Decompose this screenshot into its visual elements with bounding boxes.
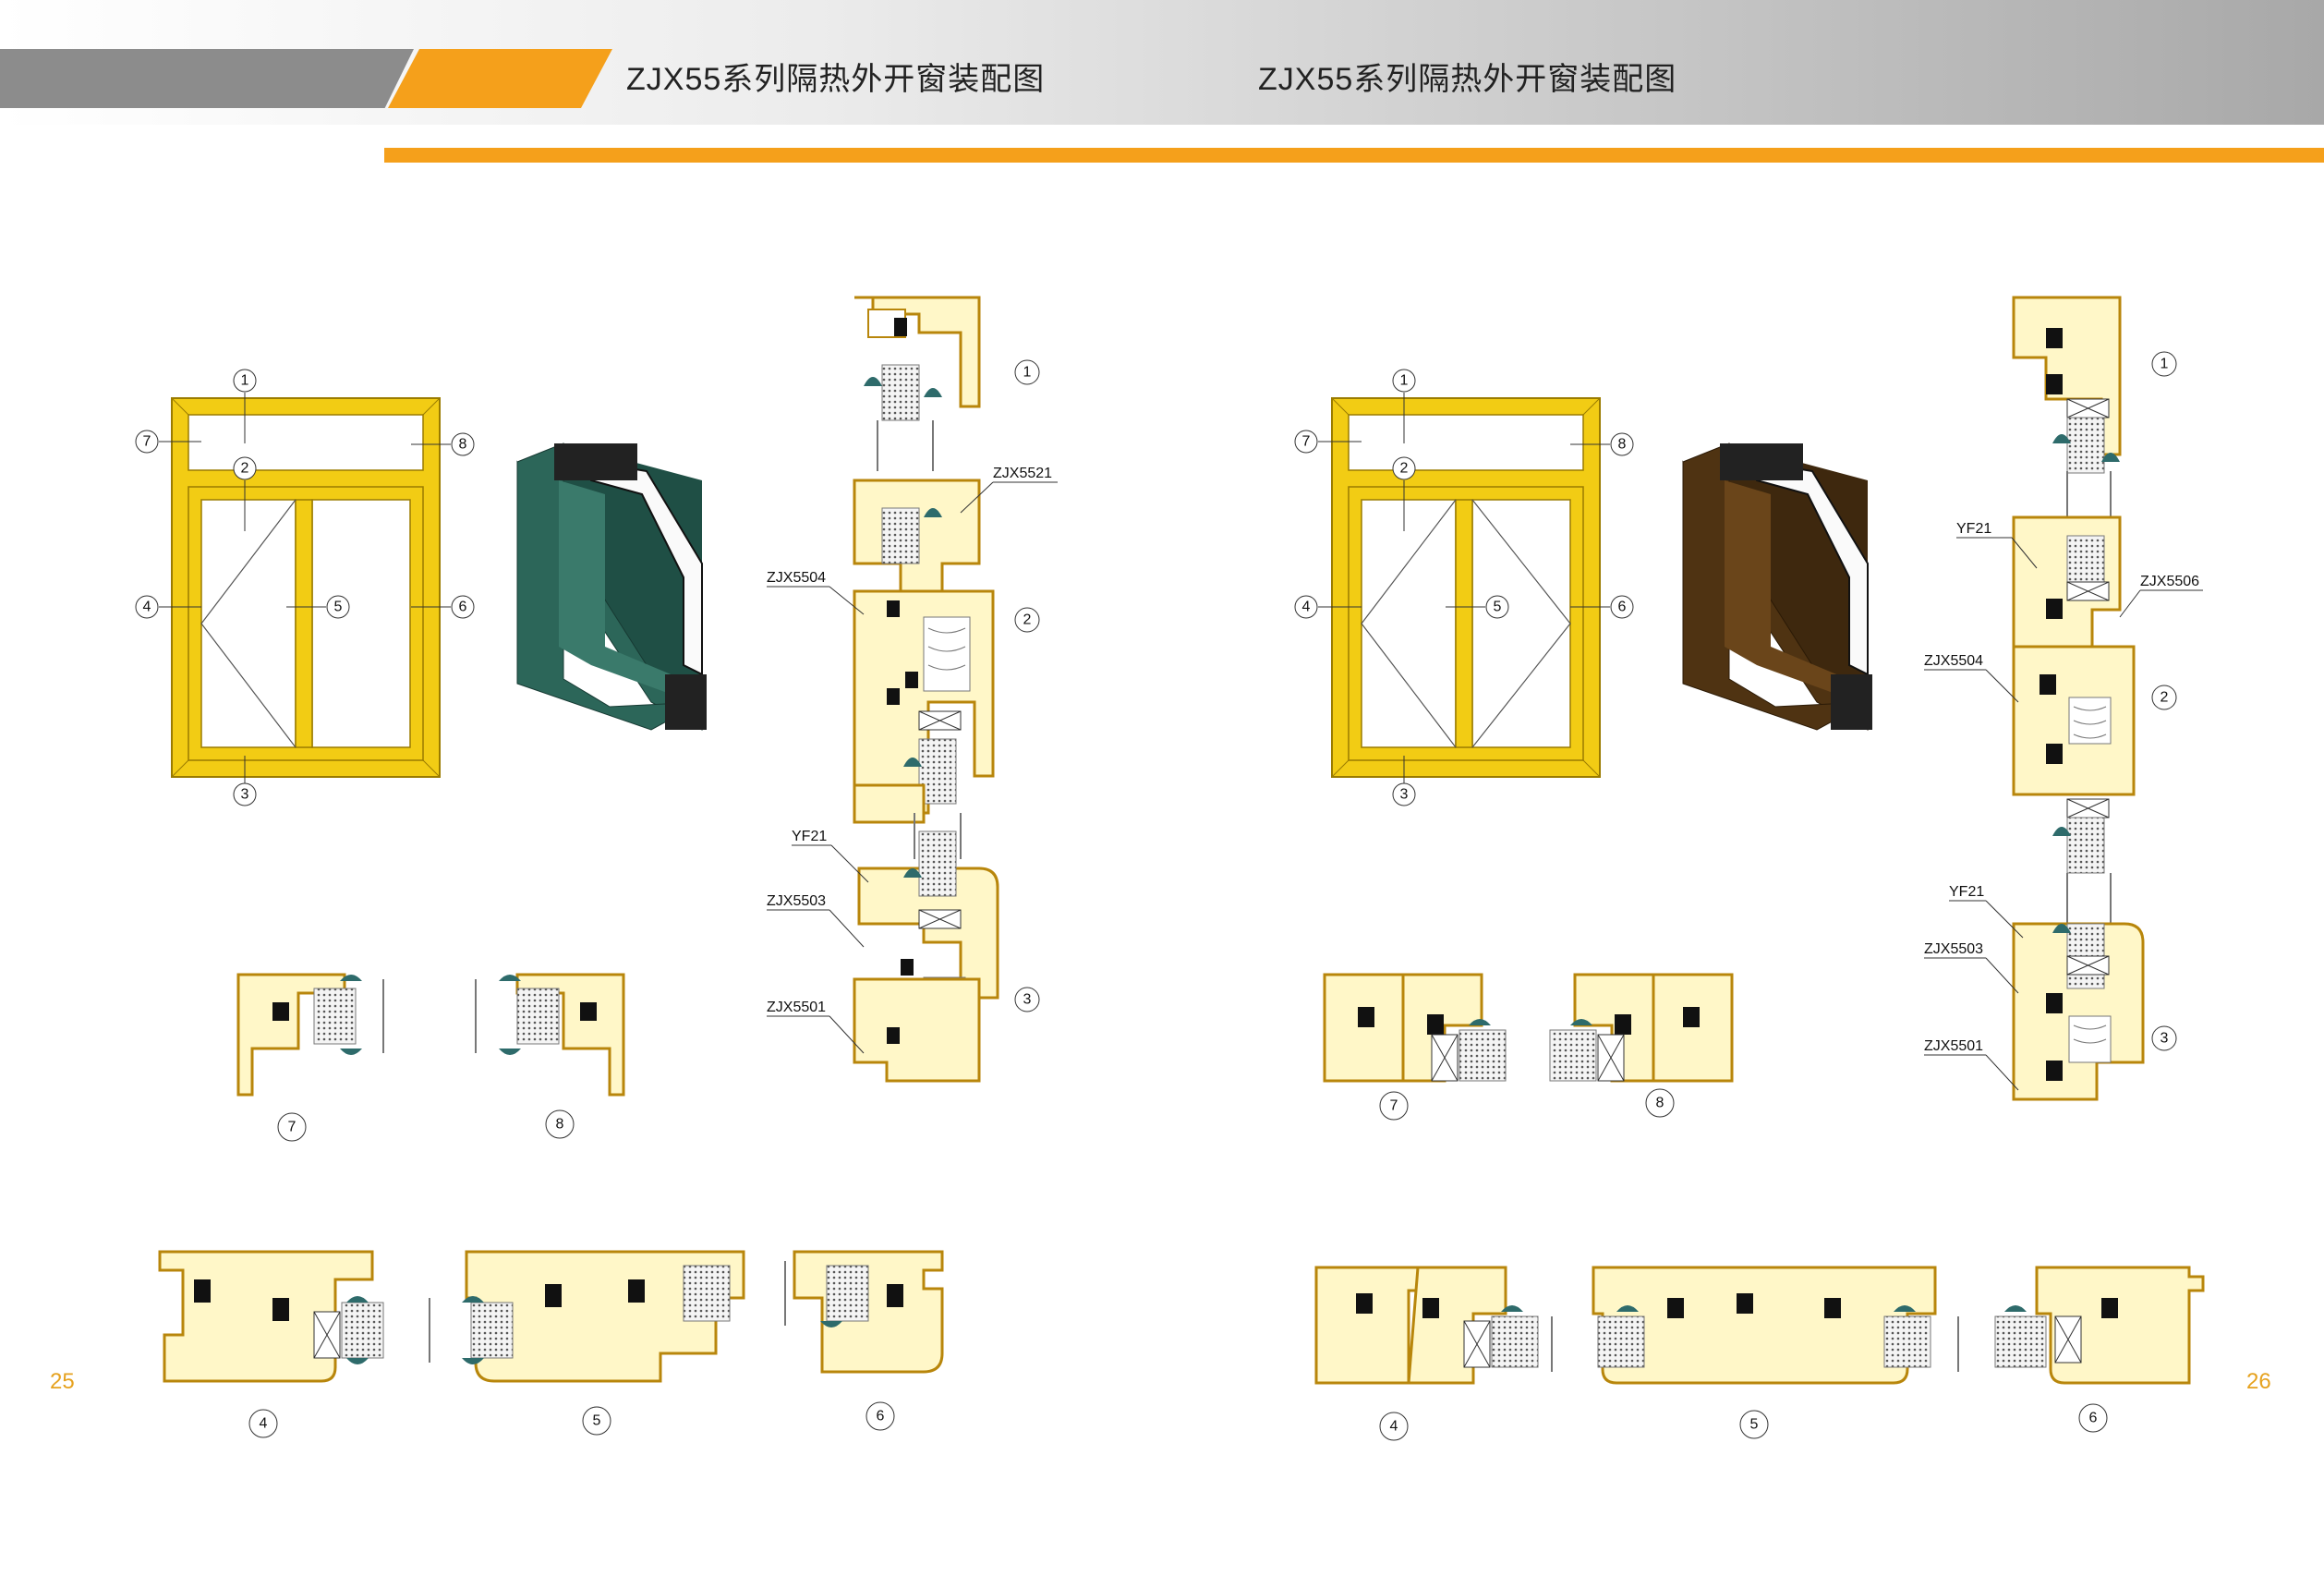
- label-zjx5501: ZJX5501: [767, 1000, 826, 1015]
- horizontal-section-left: 4 5 6: [158, 1250, 944, 1438]
- section-callout-2: 2: [2161, 690, 2169, 706]
- section-callout-6: 6: [877, 1409, 885, 1424]
- horizontal-section-right: 4 5 6: [1314, 1266, 2205, 1441]
- section-callout-1: 1: [2161, 357, 2169, 372]
- label-zjx5503: ZJX5503: [1924, 941, 1983, 957]
- label-yf21-top: YF21: [1956, 521, 1991, 537]
- section-labels-left: ZJX5521 ZJX5504 YF21 ZJX5503 ZJX5501 1 2…: [767, 359, 1058, 1054]
- section-8-right: 8: [1549, 973, 1734, 1118]
- callout-6: 6: [1618, 600, 1627, 615]
- window-elevation-right: [1331, 397, 1601, 778]
- section-callout-2: 2: [1023, 612, 1032, 628]
- label-zjx5504: ZJX5504: [1924, 653, 1983, 669]
- callout-5: 5: [334, 600, 343, 615]
- section-callout-3: 3: [2161, 1031, 2169, 1047]
- section-7-right: 7: [1323, 973, 1507, 1121]
- profile-3d-left: [516, 442, 707, 731]
- callout-4: 4: [1302, 600, 1311, 615]
- vertical-section-right: [2012, 296, 2145, 1101]
- window-elevation-left: [171, 397, 441, 778]
- profile-3d-right: [1682, 442, 1872, 731]
- page-header: [0, 0, 2324, 125]
- section-callout-8: 8: [1656, 1096, 1664, 1111]
- callout-7: 7: [1302, 434, 1311, 450]
- callout-2: 2: [241, 461, 249, 477]
- section-callout-7: 7: [288, 1120, 297, 1135]
- label-zjx5501: ZJX5501: [1924, 1038, 1983, 1054]
- callout-5: 5: [1494, 600, 1502, 615]
- section-callout-7: 7: [1390, 1098, 1398, 1114]
- label-zjx5506: ZJX5506: [2140, 574, 2199, 589]
- label-zjx5521: ZJX5521: [993, 466, 1052, 481]
- section-callout-4: 4: [260, 1416, 268, 1432]
- section-callout-3: 3: [1023, 992, 1032, 1008]
- header-grey-tab: [0, 49, 414, 108]
- callout-2: 2: [1400, 461, 1409, 477]
- section-7-left: 7: [236, 973, 384, 1142]
- callout-8: 8: [459, 437, 467, 453]
- section-callout-4: 4: [1390, 1419, 1398, 1435]
- label-yf21: YF21: [792, 829, 827, 844]
- section-callout-5: 5: [1750, 1417, 1759, 1433]
- callout-1: 1: [241, 373, 249, 389]
- callout-7: 7: [143, 434, 151, 450]
- callout-4: 4: [143, 600, 151, 615]
- callout-3: 3: [1400, 787, 1409, 803]
- section-callout-5: 5: [593, 1413, 601, 1429]
- section-callout-1: 1: [1023, 365, 1032, 381]
- page-number-left: 25: [50, 1369, 75, 1394]
- section-callout-8: 8: [556, 1117, 564, 1133]
- callout-3: 3: [241, 787, 249, 803]
- section-8-left: 8: [475, 973, 625, 1139]
- label-zjx5503: ZJX5503: [767, 893, 826, 909]
- section-labels-right: YF21 ZJX5506 ZJX5504 YF21 ZJX5503 ZJX550…: [1924, 351, 2203, 1091]
- vertical-section-left: [853, 296, 999, 1083]
- elevation-callouts-left: 1 2 3 4 5 6 7 8: [135, 369, 475, 806]
- label-zjx5504: ZJX5504: [767, 570, 826, 586]
- page-title-left: ZJX55系列隔热外开窗装配图: [626, 62, 1046, 97]
- section-callout-6: 6: [2089, 1411, 2098, 1426]
- callout-6: 6: [459, 600, 467, 615]
- header-orange-rule: [384, 148, 2324, 163]
- header-orange-tab: [388, 49, 612, 108]
- page-number-right: 26: [2246, 1369, 2271, 1394]
- label-yf21: YF21: [1949, 884, 1984, 900]
- page-title-right: ZJX55系列隔热外开窗装配图: [1258, 62, 1677, 97]
- callout-8: 8: [1618, 437, 1627, 453]
- callout-1: 1: [1400, 373, 1409, 389]
- elevation-callouts-right: 1 2 3 4 5 6 7 8: [1294, 369, 1634, 806]
